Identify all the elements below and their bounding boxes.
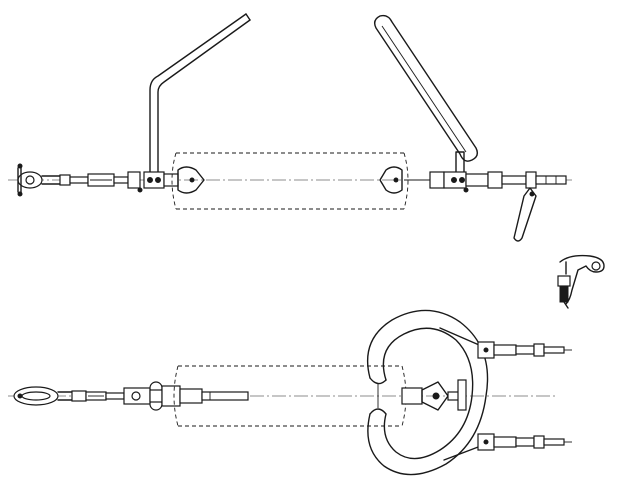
top-turnbuckle (59, 171, 143, 193)
bottom-lower-rod (443, 433, 572, 461)
top-left-arcing-horn (143, 13, 251, 189)
bottom-left-hardware (149, 381, 249, 411)
bottom-assembly-view (8, 309, 572, 476)
bottom-ring-hub (401, 379, 467, 411)
top-insulator (171, 152, 430, 210)
top-right-arcing-horn (373, 14, 479, 193)
top-assembly-view (8, 13, 575, 242)
top-left-clevis (17, 163, 61, 197)
bottom-grading-ring (366, 309, 489, 476)
top-right-clevis (465, 171, 567, 242)
detail-fitting (557, 254, 605, 309)
bottom-left-eye (13, 386, 73, 406)
bottom-upper-rod (439, 327, 572, 359)
bottom-turnbuckle (71, 387, 151, 405)
